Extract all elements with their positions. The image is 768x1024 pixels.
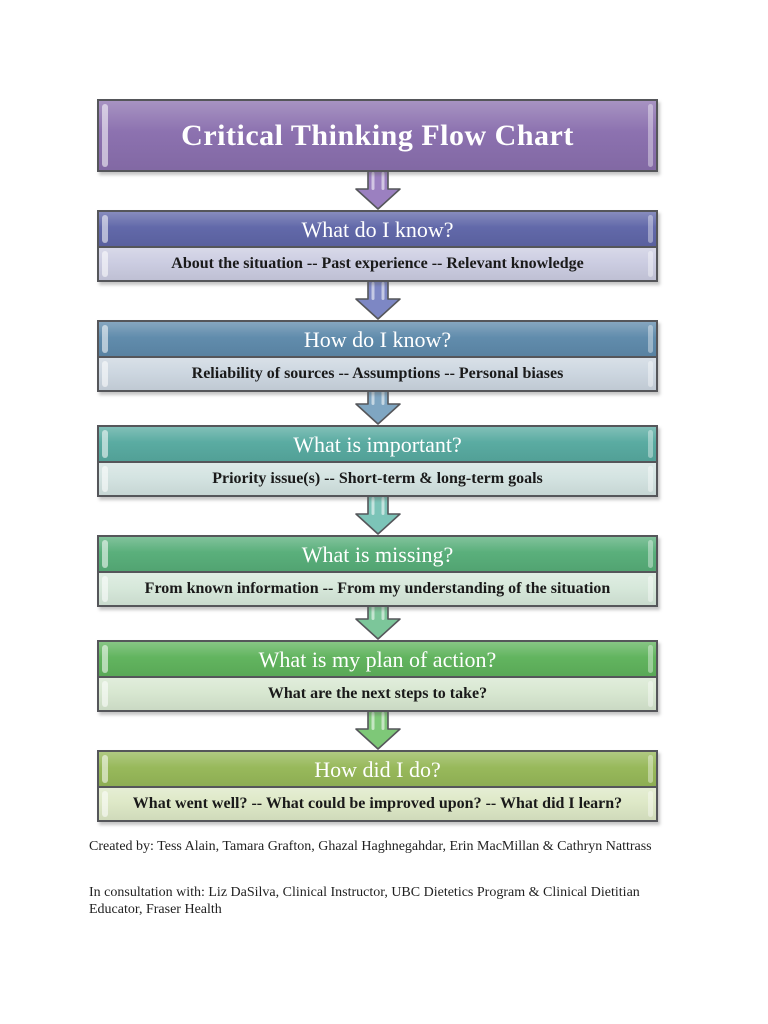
down-arrow-icon bbox=[355, 710, 401, 750]
step-details: From known information -- From my unders… bbox=[99, 573, 656, 605]
step-box-plan-of-action: What is my plan of action? What are the … bbox=[97, 640, 658, 712]
step-details: About the situation -- Past experience -… bbox=[99, 248, 656, 280]
step-box-how-do-i-know: How do I know? Reliability of sources --… bbox=[97, 320, 658, 392]
step-box-what-do-i-know: What do I know? About the situation -- P… bbox=[97, 210, 658, 282]
down-arrow-icon bbox=[355, 170, 401, 210]
step-details: Priority issue(s) -- Short-term & long-t… bbox=[99, 463, 656, 495]
credits-consultation-line2: Educator, Fraser Health bbox=[89, 902, 222, 917]
step-details: Reliability of sources -- Assumptions --… bbox=[99, 358, 656, 390]
step-box-what-is-missing: What is missing? From known information … bbox=[97, 535, 658, 607]
step-details: What went well? -- What could be improve… bbox=[99, 788, 656, 820]
credits-consultation-line1: In consultation with: Liz DaSilva, Clini… bbox=[89, 885, 640, 900]
step-details: What are the next steps to take? bbox=[99, 678, 656, 710]
step-question: What is missing? bbox=[99, 537, 656, 573]
step-box-how-did-i-do: How did I do? What went well? -- What co… bbox=[97, 750, 658, 822]
step-question: What is important? bbox=[99, 427, 656, 463]
page-title: Critical Thinking Flow Chart bbox=[181, 119, 574, 152]
title-box-surface: Critical Thinking Flow Chart bbox=[99, 101, 656, 170]
credits-created-by: Created by: Tess Alain, Tamara Grafton, … bbox=[89, 838, 669, 855]
credits-consultation: In consultation with: Liz DaSilva, Clini… bbox=[89, 884, 669, 918]
step-question: How did I do? bbox=[99, 752, 656, 788]
down-arrow-icon bbox=[355, 495, 401, 535]
credits-created-by-text: Created by: Tess Alain, Tamara Grafton, … bbox=[89, 839, 652, 854]
step-box-what-is-important: What is important? Priority issue(s) -- … bbox=[97, 425, 658, 497]
step-question: What is my plan of action? bbox=[99, 642, 656, 678]
step-question: What do I know? bbox=[99, 212, 656, 248]
down-arrow-icon bbox=[355, 280, 401, 320]
step-question: How do I know? bbox=[99, 322, 656, 358]
title-box: Critical Thinking Flow Chart bbox=[97, 99, 658, 172]
